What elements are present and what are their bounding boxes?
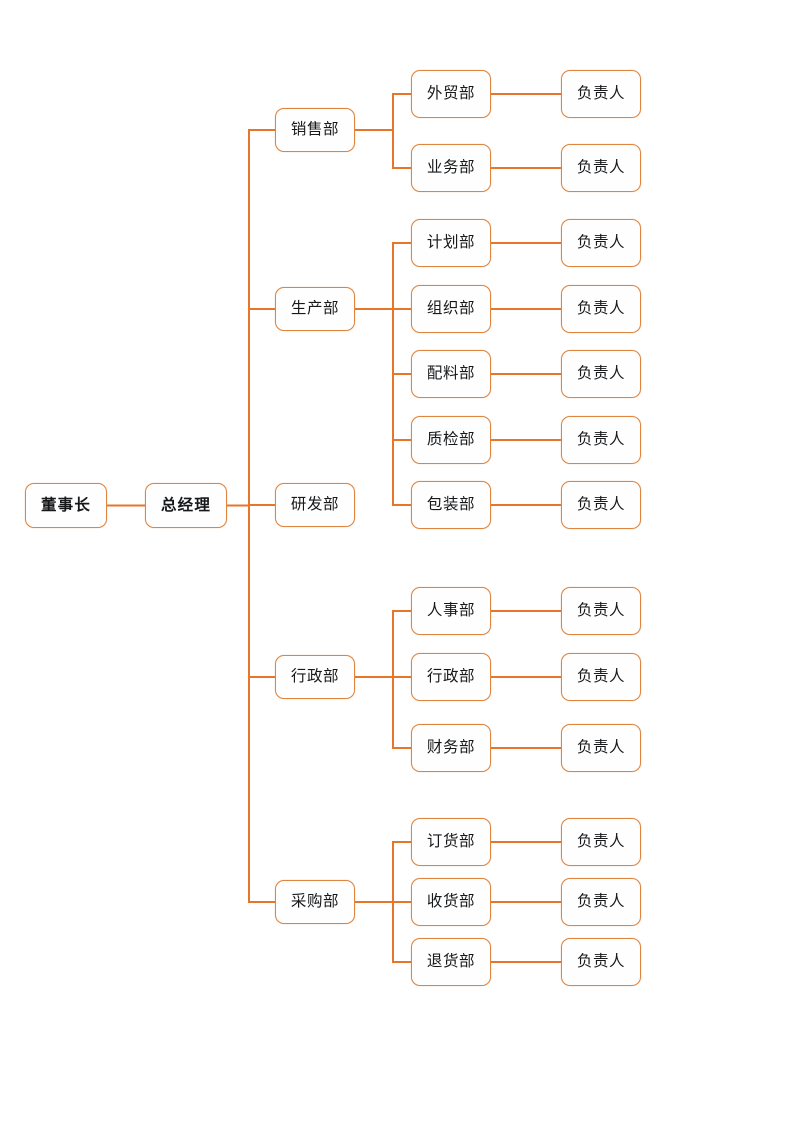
org-node-label: 负责人 bbox=[576, 233, 626, 252]
org-node-purchase[interactable]: 采购部 bbox=[275, 880, 355, 924]
org-node-head_quality[interactable]: 负责人 bbox=[561, 416, 641, 464]
org-node-label: 负责人 bbox=[576, 892, 626, 911]
org-node-label: 研发部 bbox=[290, 495, 340, 514]
org-node-produce[interactable]: 生产部 bbox=[275, 287, 355, 331]
org-node-quality[interactable]: 质检部 bbox=[411, 416, 491, 464]
org-node-hr[interactable]: 人事部 bbox=[411, 587, 491, 635]
org-node-label: 收货部 bbox=[426, 892, 476, 911]
org-node-label: 配料部 bbox=[426, 364, 476, 383]
org-node-label: 质检部 bbox=[426, 430, 476, 449]
org-node-label: 采购部 bbox=[290, 892, 340, 911]
org-node-label: 销售部 bbox=[290, 120, 340, 139]
org-node-head_receive[interactable]: 负责人 bbox=[561, 878, 641, 926]
org-node-sales[interactable]: 销售部 bbox=[275, 108, 355, 152]
org-node-rnd[interactable]: 研发部 bbox=[275, 483, 355, 527]
org-node-receive[interactable]: 收货部 bbox=[411, 878, 491, 926]
org-node-admin[interactable]: 行政部 bbox=[275, 655, 355, 699]
org-node-label: 包装部 bbox=[426, 495, 476, 514]
org-node-head_hr[interactable]: 负责人 bbox=[561, 587, 641, 635]
org-node-head_business[interactable]: 负责人 bbox=[561, 144, 641, 192]
org-node-business[interactable]: 业务部 bbox=[411, 144, 491, 192]
org-node-label: 订货部 bbox=[426, 832, 476, 851]
org-node-label: 董事长 bbox=[40, 495, 92, 514]
org-node-label: 负责人 bbox=[576, 364, 626, 383]
org-node-label: 生产部 bbox=[290, 299, 340, 318]
org-node-foreign[interactable]: 外贸部 bbox=[411, 70, 491, 118]
org-node-label: 负责人 bbox=[576, 84, 626, 103]
org-node-return[interactable]: 退货部 bbox=[411, 938, 491, 986]
org-node-label: 行政部 bbox=[426, 667, 476, 686]
org-node-label: 负责人 bbox=[576, 299, 626, 318]
org-node-label: 业务部 bbox=[426, 158, 476, 177]
org-node-admin2[interactable]: 行政部 bbox=[411, 653, 491, 701]
org-node-label: 财务部 bbox=[426, 738, 476, 757]
org-node-head_admin2[interactable]: 负责人 bbox=[561, 653, 641, 701]
org-node-head_return[interactable]: 负责人 bbox=[561, 938, 641, 986]
org-node-label: 计划部 bbox=[426, 233, 476, 252]
org-node-label: 外贸部 bbox=[426, 84, 476, 103]
org-node-gm[interactable]: 总经理 bbox=[145, 483, 227, 528]
org-node-order[interactable]: 订货部 bbox=[411, 818, 491, 866]
org-node-label: 总经理 bbox=[160, 495, 212, 514]
org-node-label: 负责人 bbox=[576, 738, 626, 757]
org-node-head_plan[interactable]: 负责人 bbox=[561, 219, 641, 267]
org-node-label: 负责人 bbox=[576, 158, 626, 177]
org-node-chairman[interactable]: 董事长 bbox=[25, 483, 107, 528]
org-node-label: 负责人 bbox=[576, 952, 626, 971]
org-node-head_finance[interactable]: 负责人 bbox=[561, 724, 641, 772]
org-node-packing[interactable]: 包装部 bbox=[411, 481, 491, 529]
org-node-label: 负责人 bbox=[576, 832, 626, 851]
org-node-label: 退货部 bbox=[426, 952, 476, 971]
org-node-label: 负责人 bbox=[576, 430, 626, 449]
org-node-head_organize[interactable]: 负责人 bbox=[561, 285, 641, 333]
org-node-label: 负责人 bbox=[576, 667, 626, 686]
org-node-label: 负责人 bbox=[576, 601, 626, 620]
org-node-label: 行政部 bbox=[290, 667, 340, 686]
org-node-material[interactable]: 配料部 bbox=[411, 350, 491, 398]
org-node-label: 负责人 bbox=[576, 495, 626, 514]
org-node-head_material[interactable]: 负责人 bbox=[561, 350, 641, 398]
org-node-head_packing[interactable]: 负责人 bbox=[561, 481, 641, 529]
org-node-label: 人事部 bbox=[426, 601, 476, 620]
org-node-finance[interactable]: 财务部 bbox=[411, 724, 491, 772]
org-node-plan[interactable]: 计划部 bbox=[411, 219, 491, 267]
org-node-head_foreign[interactable]: 负责人 bbox=[561, 70, 641, 118]
org-node-head_order[interactable]: 负责人 bbox=[561, 818, 641, 866]
org-node-organize[interactable]: 组织部 bbox=[411, 285, 491, 333]
org-node-label: 组织部 bbox=[426, 299, 476, 318]
